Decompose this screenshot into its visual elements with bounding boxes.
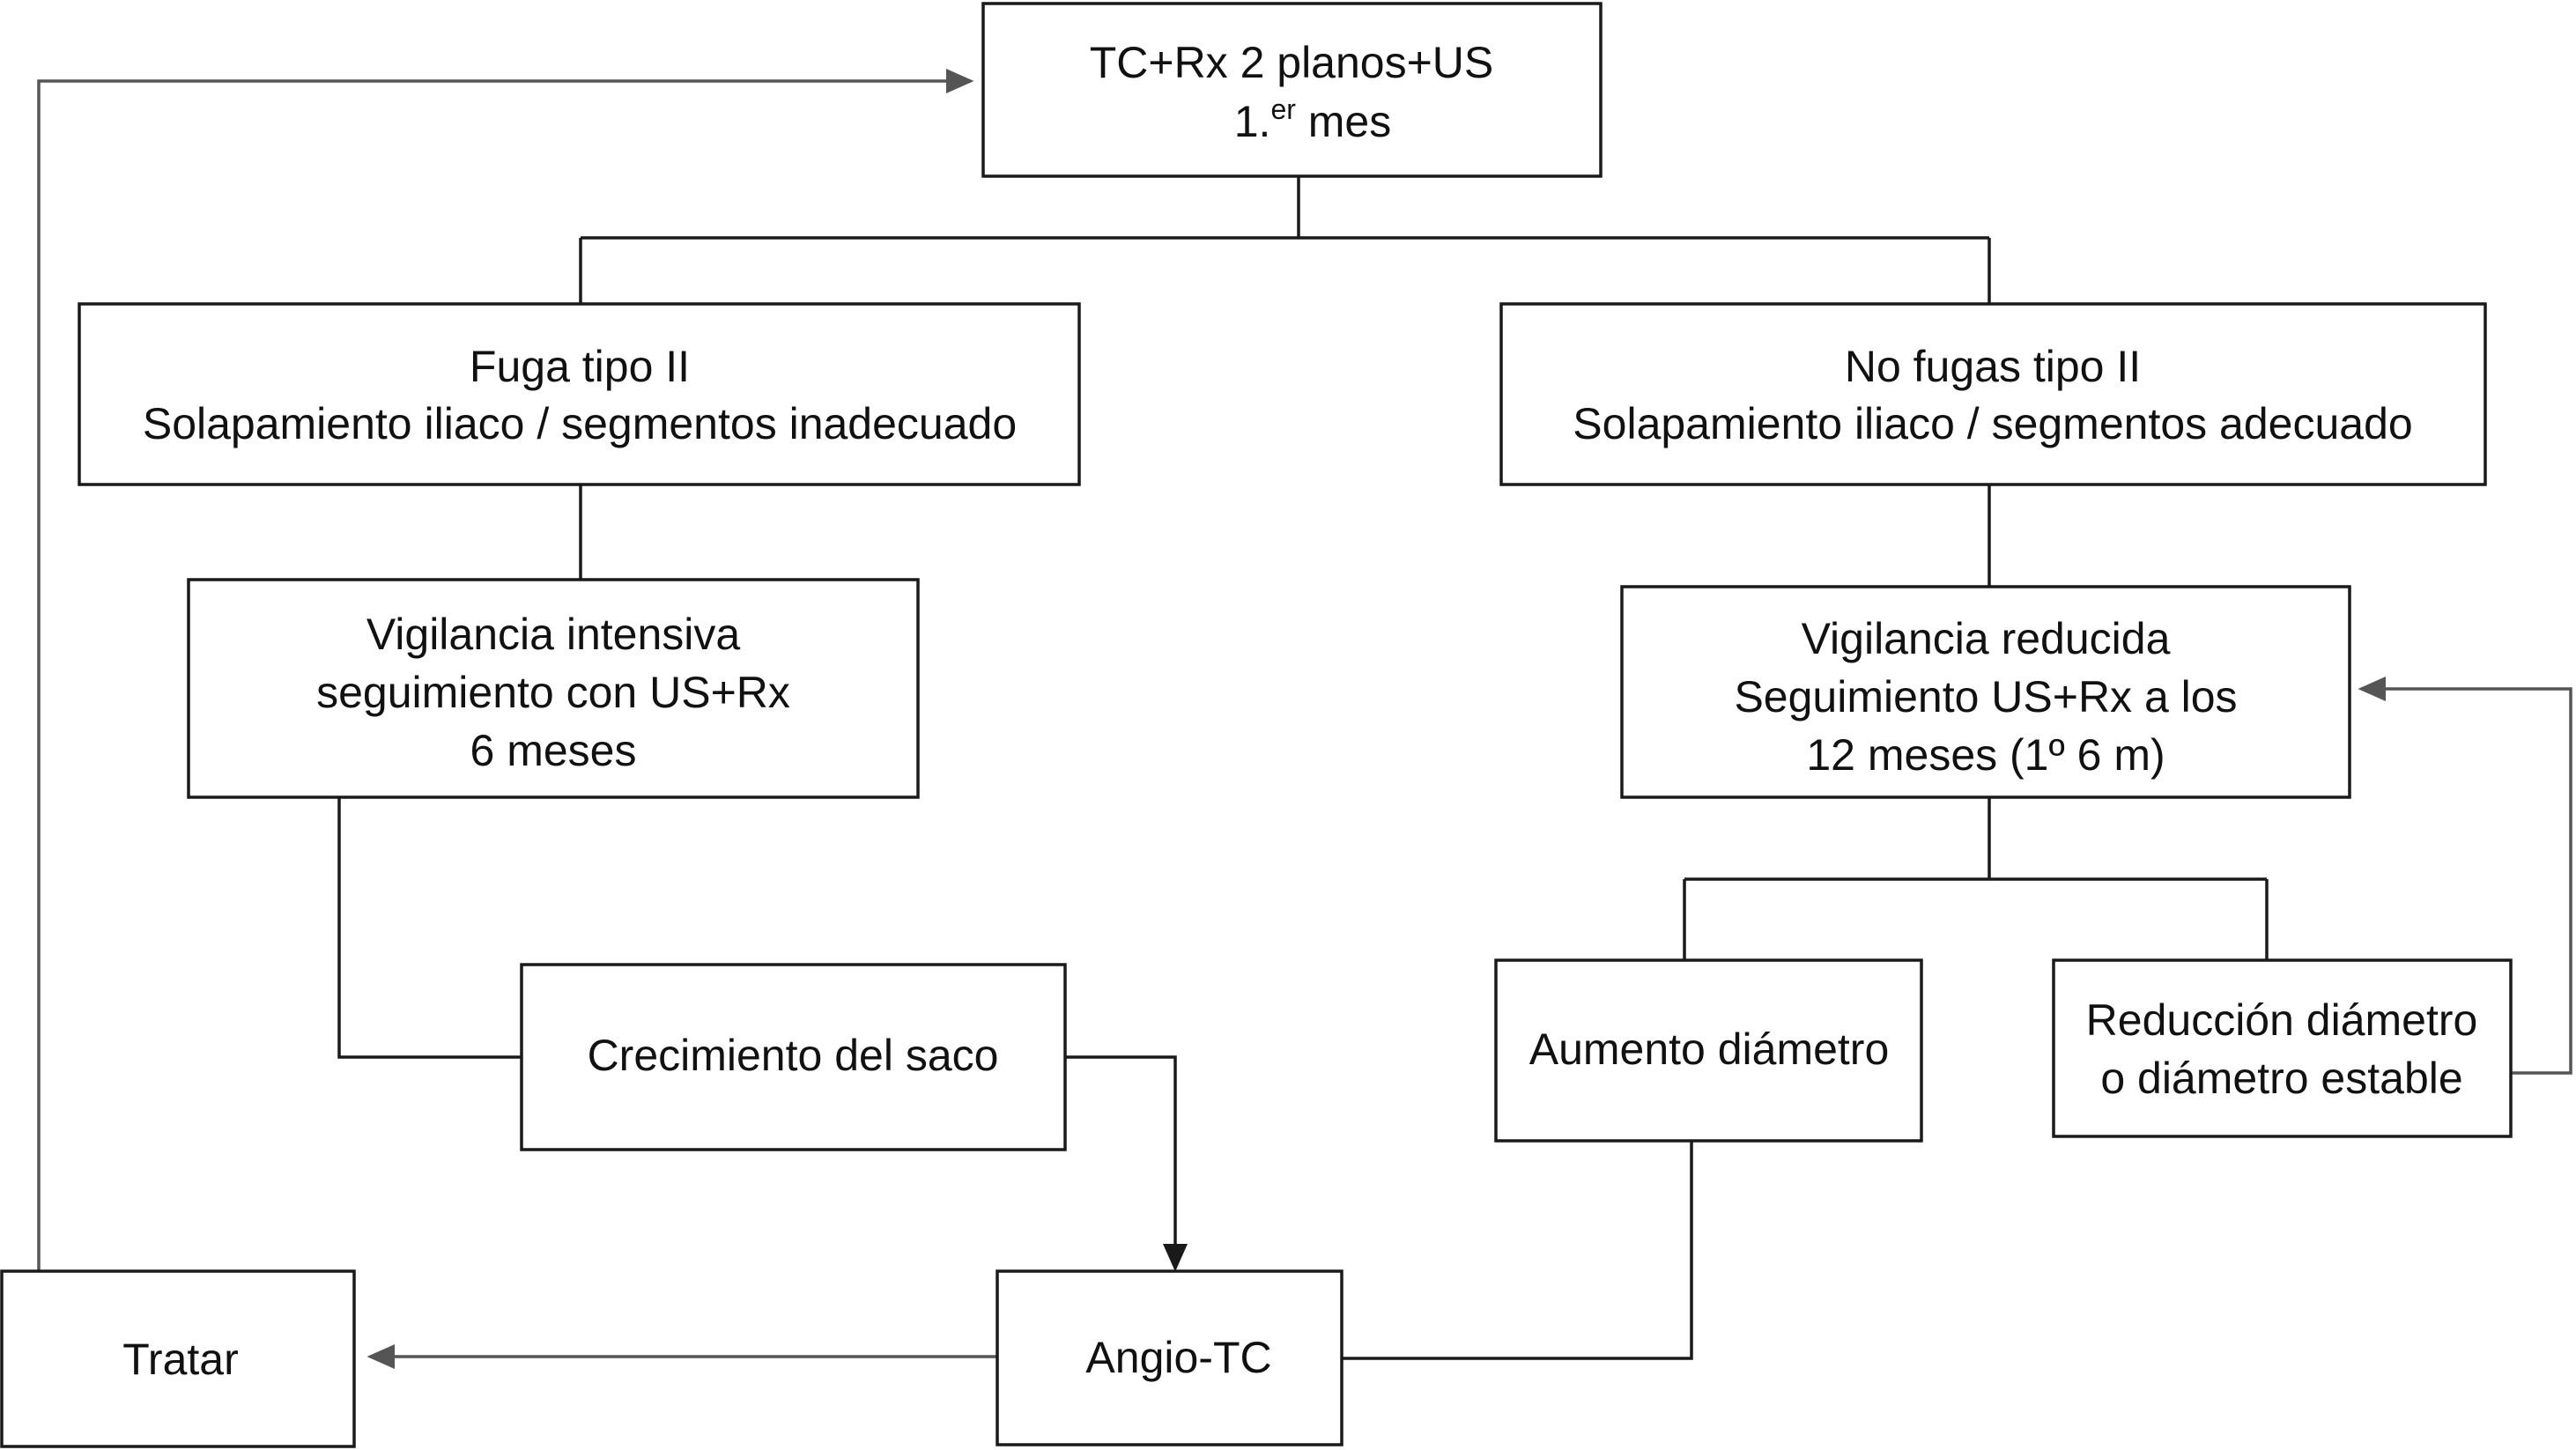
- node-tc-rx: TC+Rx 2 planos+US 1.er mes: [981, 2, 1603, 178]
- connector-reduccion-loop: [2358, 677, 2572, 1075]
- connector-crecimiento-angio: [1065, 1055, 1188, 1272]
- node-crecimiento-label: Crecimiento del saco: [588, 1031, 999, 1080]
- node-tratar-label: Tratar: [122, 1335, 239, 1384]
- node-no-fuga-line1: No fugas tipo II: [1845, 342, 2141, 391]
- node-aumento-label: Aumento diámetro: [1529, 1025, 1890, 1074]
- node-tc-rx-line2: 1.er mes: [1234, 93, 1392, 146]
- node-vigilancia-intensiva: Vigilancia intensiva seguimiento con US+…: [187, 578, 920, 799]
- node-fuga-line2: Solapamiento iliaco / segmentos inadecua…: [143, 399, 1017, 448]
- node-reducida-line3: 12 meses (1º 6 m): [1806, 730, 2165, 780]
- node-intensiva-line2: seguimiento con US+Rx: [316, 668, 790, 717]
- node-angio-tc: Angio-TC: [996, 1269, 1344, 1446]
- connector-aumento-angio: [1342, 1141, 1693, 1360]
- connector-intensiva-crecimiento: [337, 797, 522, 1059]
- node-vigilancia-reducida: Vigilancia reducida Seguimiento US+Rx a …: [1620, 585, 2351, 799]
- node-fuga-tipo-ii: Fuga tipo II Solapamiento iliaco / segme…: [78, 302, 1081, 486]
- node-fuga-line1: Fuga tipo II: [470, 342, 690, 391]
- node-crecimiento-del-saco: Crecimiento del saco: [520, 963, 1067, 1151]
- node-intensiva-line1: Vigilancia intensiva: [366, 610, 741, 659]
- node-reduccion-line1: Reducción diámetro: [2086, 995, 2478, 1045]
- node-aumento-diametro: Aumento diámetro: [1494, 958, 1923, 1143]
- connector-tratar-loop: [37, 69, 974, 1271]
- node-reduccion-line2: o diámetro estable: [2100, 1054, 2462, 1103]
- node-angio-label: Angio-TC: [1085, 1333, 1271, 1382]
- node-intensiva-line3: 6 meses: [470, 726, 637, 775]
- node-tc-rx-line1: TC+Rx 2 planos+US: [1090, 38, 1494, 87]
- connectors: [37, 69, 2572, 1369]
- node-reducida-line2: Seguimiento US+Rx a los: [1734, 672, 2237, 721]
- node-no-fuga-line2: Solapamiento iliaco / segmentos adecuado: [1573, 399, 2412, 448]
- node-reduccion-diametro: Reducción diámetro o diámetro estable: [2052, 958, 2513, 1138]
- node-no-fugas-tipo-ii: No fugas tipo II Solapamiento iliaco / s…: [1499, 302, 2487, 486]
- node-tratar: Tratar: [0, 1269, 356, 1448]
- node-reducida-line1: Vigilancia reducida: [1802, 614, 2171, 663]
